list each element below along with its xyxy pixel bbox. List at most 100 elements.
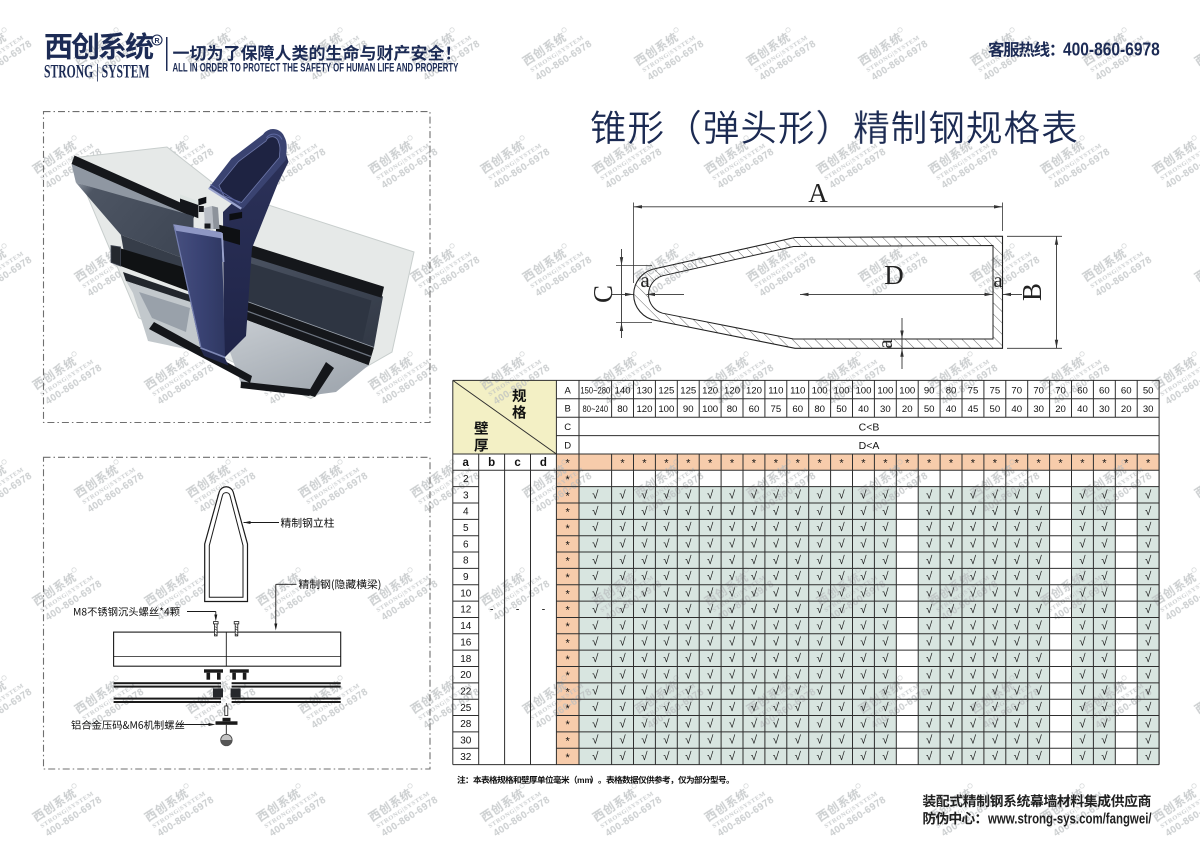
- svg-text:C<B: C<B: [859, 421, 880, 433]
- svg-text:√: √: [1035, 538, 1042, 551]
- svg-text:√: √: [592, 603, 599, 616]
- svg-text:√: √: [926, 701, 933, 714]
- svg-text:√: √: [948, 521, 955, 534]
- svg-text:√: √: [685, 636, 692, 649]
- svg-text:*: *: [686, 458, 691, 470]
- svg-text:√: √: [1079, 717, 1086, 730]
- svg-text:√: √: [1014, 685, 1021, 698]
- svg-text:*: *: [566, 539, 571, 551]
- svg-text:100: 100: [899, 386, 915, 397]
- svg-text:√: √: [1079, 603, 1086, 616]
- svg-text:√: √: [1145, 505, 1152, 518]
- svg-text:b: b: [488, 457, 495, 469]
- svg-text:√: √: [926, 619, 933, 632]
- svg-text:√: √: [970, 734, 977, 747]
- svg-text:9: 9: [463, 572, 469, 583]
- svg-text:√: √: [751, 668, 758, 681]
- svg-text:√: √: [1101, 488, 1108, 501]
- svg-text:√: √: [751, 554, 758, 567]
- svg-text:√: √: [619, 587, 626, 600]
- svg-text:√: √: [773, 505, 780, 518]
- svg-text:√: √: [795, 505, 802, 518]
- svg-text:R: R: [154, 38, 159, 45]
- svg-text:120: 120: [702, 386, 718, 397]
- svg-text:*: *: [818, 458, 823, 470]
- svg-text:√: √: [816, 750, 823, 763]
- svg-text:√: √: [816, 505, 823, 518]
- svg-text:110: 110: [790, 386, 805, 397]
- svg-text:*: *: [642, 458, 647, 470]
- svg-text:D: D: [884, 260, 904, 290]
- svg-text:60: 60: [792, 404, 803, 415]
- svg-text:√: √: [773, 603, 780, 616]
- svg-text:√: √: [1079, 685, 1086, 698]
- svg-text:2: 2: [463, 474, 469, 485]
- svg-text:√: √: [795, 668, 802, 681]
- svg-text:√: √: [838, 603, 845, 616]
- svg-text:√: √: [729, 570, 736, 583]
- svg-text:√: √: [1101, 636, 1108, 649]
- svg-text:50: 50: [1143, 386, 1154, 397]
- svg-text:√: √: [1035, 734, 1042, 747]
- svg-text:√: √: [970, 652, 977, 665]
- svg-text:*: *: [730, 458, 735, 470]
- svg-text:√: √: [592, 570, 599, 583]
- svg-text:80: 80: [727, 404, 738, 415]
- svg-text:√: √: [592, 554, 599, 567]
- svg-text:3: 3: [463, 490, 469, 501]
- svg-text:√: √: [619, 734, 626, 747]
- svg-text:120: 120: [746, 386, 762, 397]
- svg-text:*: *: [566, 670, 571, 682]
- svg-text:√: √: [882, 554, 889, 567]
- svg-text:√: √: [882, 505, 889, 518]
- svg-text:√: √: [970, 619, 977, 632]
- svg-text:√: √: [641, 587, 648, 600]
- svg-text:*: *: [752, 458, 757, 470]
- svg-text:√: √: [751, 701, 758, 714]
- svg-text:√: √: [707, 570, 714, 583]
- svg-text:*: *: [620, 458, 625, 470]
- svg-text:√: √: [816, 717, 823, 730]
- svg-text:√: √: [707, 636, 714, 649]
- svg-text:100: 100: [877, 386, 893, 397]
- svg-text:√: √: [882, 717, 889, 730]
- svg-text:√: √: [751, 636, 758, 649]
- svg-text:√: √: [663, 538, 670, 551]
- svg-text:√: √: [882, 488, 889, 501]
- svg-text:√: √: [685, 652, 692, 665]
- svg-text:√: √: [707, 652, 714, 665]
- svg-text:√: √: [948, 538, 955, 551]
- svg-text:√: √: [948, 668, 955, 681]
- svg-text:√: √: [663, 668, 670, 681]
- svg-text:√: √: [860, 652, 867, 665]
- svg-text:√: √: [1145, 619, 1152, 632]
- svg-text:√: √: [592, 734, 599, 747]
- svg-text:√: √: [948, 554, 955, 567]
- svg-text:√: √: [641, 538, 648, 551]
- svg-text:√: √: [926, 603, 933, 616]
- svg-text:√: √: [1014, 750, 1021, 763]
- svg-text:√: √: [882, 619, 889, 632]
- svg-text:√: √: [992, 554, 999, 567]
- svg-text:8: 8: [463, 556, 469, 567]
- svg-text:*: *: [566, 605, 571, 617]
- svg-text:√: √: [1101, 652, 1108, 665]
- svg-text:√: √: [641, 668, 648, 681]
- svg-text:√: √: [663, 717, 670, 730]
- svg-text:√: √: [926, 570, 933, 583]
- svg-text:√: √: [1014, 521, 1021, 534]
- svg-text:√: √: [641, 717, 648, 730]
- svg-text:100: 100: [812, 386, 828, 397]
- svg-text:√: √: [860, 701, 867, 714]
- svg-text:40: 40: [1077, 404, 1088, 415]
- svg-text:√: √: [707, 587, 714, 600]
- svg-text:√: √: [1014, 554, 1021, 567]
- svg-text:√: √: [992, 603, 999, 616]
- svg-text:www.strong-sys.com/fangwei/: www.strong-sys.com/fangwei/: [987, 810, 1152, 827]
- svg-text:√: √: [860, 668, 867, 681]
- svg-text:30: 30: [460, 736, 472, 747]
- svg-text:√: √: [1145, 521, 1152, 534]
- svg-text:100: 100: [855, 386, 871, 397]
- svg-text:√: √: [773, 750, 780, 763]
- svg-text:√: √: [707, 685, 714, 698]
